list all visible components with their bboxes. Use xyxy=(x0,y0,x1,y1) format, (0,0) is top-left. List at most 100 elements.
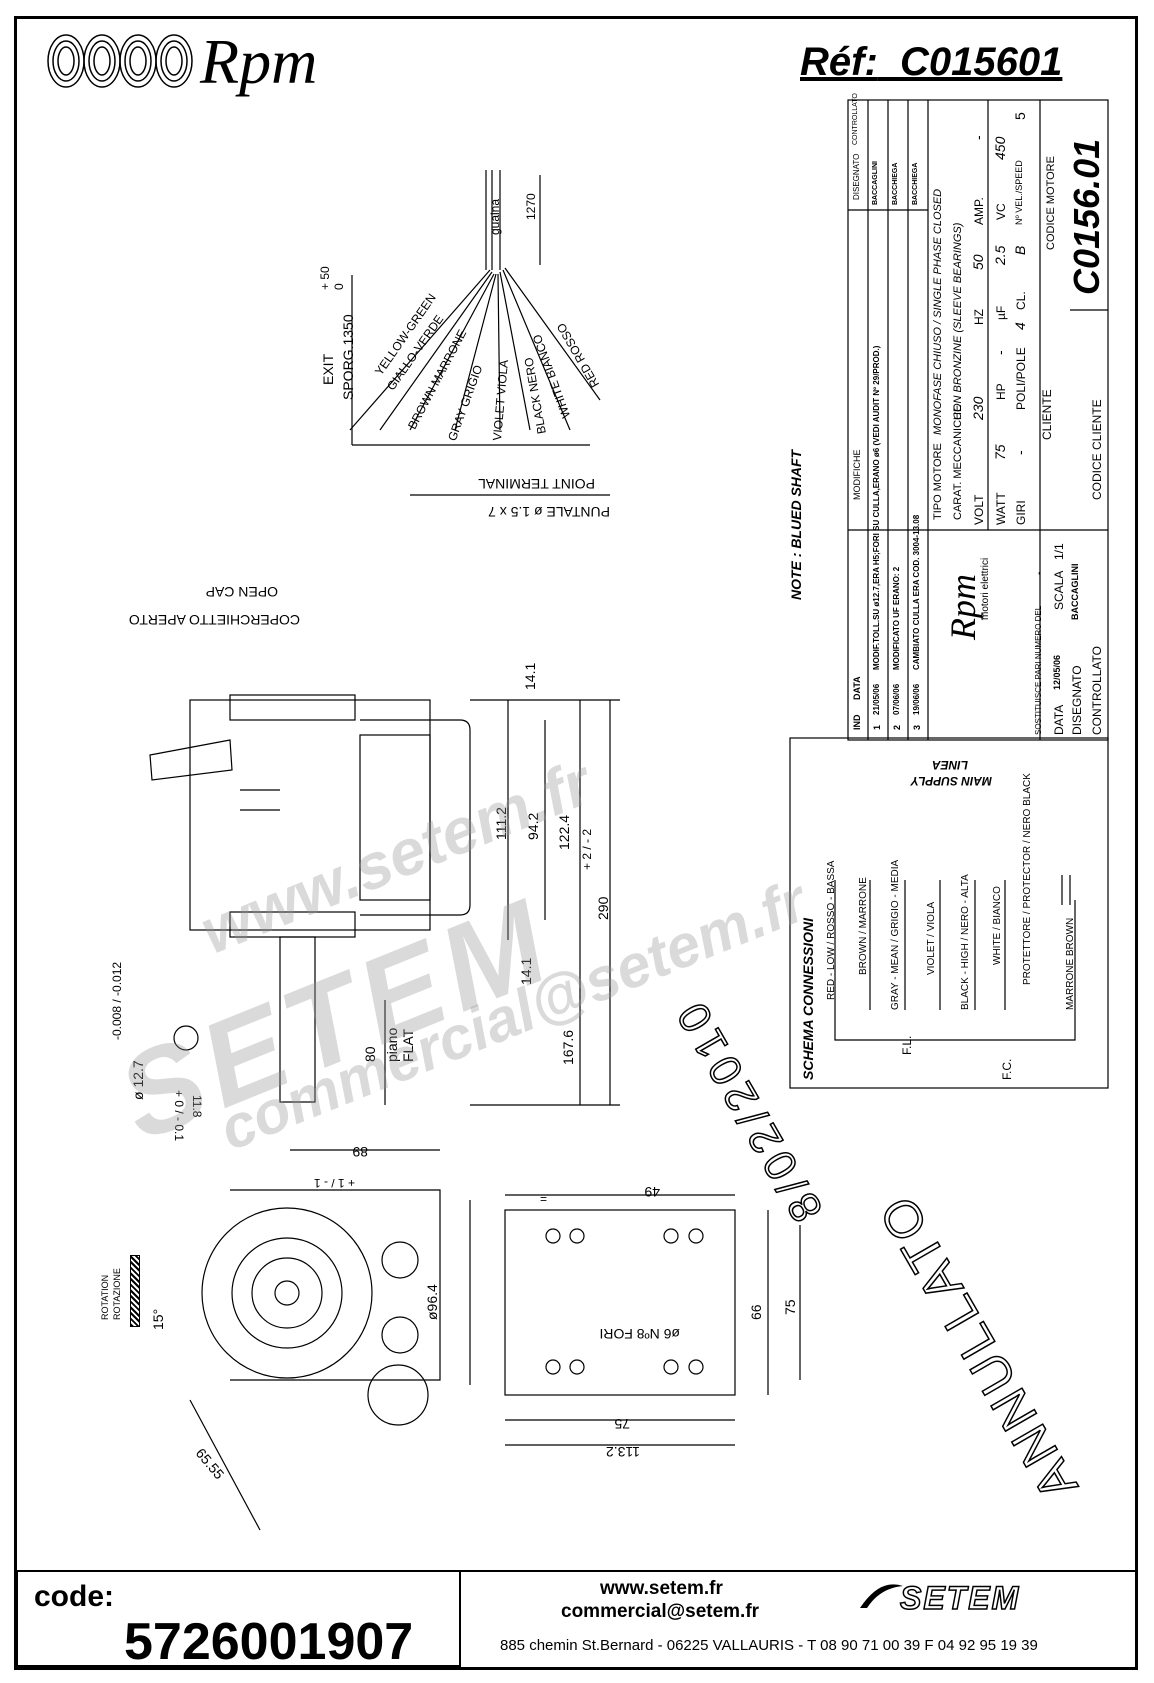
code-number: 5726001907 xyxy=(124,1613,414,1671)
conn-red-low: RED - LOW / ROSSO - BASSA xyxy=(826,860,837,1000)
open-cap-label-en: OPEN CAP xyxy=(205,584,278,600)
date-value: 12/05/06 xyxy=(1052,654,1062,690)
watt-label: WATT xyxy=(994,492,1008,525)
cl-label: CL. xyxy=(1014,291,1028,310)
mech-value: CON BRONZINE (SLEEVE BEARINGS) xyxy=(952,222,964,420)
date-label: DATA xyxy=(1052,704,1066,735)
holes-label: ø6 Nº8 FORI xyxy=(599,1326,680,1342)
footer-logo: SETEM xyxy=(899,1579,1021,1617)
conn-protector: PROTETTORE / PROTECTOR / NERO BLACK xyxy=(1022,773,1033,985)
diameter-96-4: ø96.4 xyxy=(424,1284,440,1320)
rev-1-text: MODIF.TOLL.SU ø12.7,ERA H5;FORI SU CULLA… xyxy=(872,345,881,670)
uf-value: 2.5 xyxy=(992,245,1008,265)
poles-label: POLI/POLE xyxy=(1014,347,1028,410)
dim-80: 80 xyxy=(362,1046,378,1062)
conn-fl-label: F.L. xyxy=(900,1035,914,1055)
rev-3-date: 19/06/06 xyxy=(912,683,921,715)
rev-1-by: BACCAGLINI xyxy=(872,161,879,205)
bracket-side xyxy=(360,719,471,916)
hz-value: 50 xyxy=(970,254,986,270)
motor-type: MONOFASE CHIUSO / SINGLE PHASE CLOSED xyxy=(932,188,944,435)
dim-122-4: 122.4 xyxy=(556,814,572,850)
front-bracket xyxy=(230,1189,441,1381)
shaft-section xyxy=(173,1025,199,1051)
conn-violet: VIOLET / VIOLA xyxy=(926,901,937,975)
rev-2-by: BACCHIEGA xyxy=(892,162,899,205)
drawn-label: DISEGNATO xyxy=(1070,665,1084,735)
checked-label: CONTROLLATO xyxy=(1090,646,1104,735)
ref-label: Réf: xyxy=(800,40,878,84)
company-subtitle: motori elettrici xyxy=(980,557,991,620)
rotor-outer xyxy=(231,1237,343,1349)
dim-75-horizontal: 75 xyxy=(614,1416,630,1432)
dim-89: 89 xyxy=(352,1144,368,1160)
conn-gray-mean: GRAY - MEAN / GRIGIO - MEDIA xyxy=(890,859,901,1010)
code-box: code: 5726001907 xyxy=(16,1570,461,1671)
code-label: code: xyxy=(34,1580,115,1613)
main-supply-label: MAIN SUPPLY xyxy=(910,774,992,788)
poles-value: 4 xyxy=(1012,322,1028,330)
rotation-arrow-icon xyxy=(130,1255,140,1327)
rotation-label-it: ROTAZIONE xyxy=(112,1268,122,1320)
flat-label-en: FLAT xyxy=(400,1028,416,1062)
footer-website[interactable]: www.setem.fr xyxy=(600,1578,723,1599)
dim-66: 66 xyxy=(748,1304,764,1320)
replaces-label: SOSTITUISCE PARI NUMERO DEL xyxy=(1034,605,1043,735)
rev-2-n: 2 xyxy=(892,724,902,730)
rev-3-n: 3 xyxy=(912,724,922,730)
bracket-plate xyxy=(504,1209,736,1396)
exit-tol-plus: + 50 xyxy=(318,266,332,290)
flat-label-it: piano xyxy=(384,1027,400,1062)
hz-label: HZ xyxy=(972,309,986,325)
sheath-label: guaina xyxy=(488,198,502,235)
coil-logo-icon xyxy=(47,34,193,88)
exit-length: SPORG.1350 xyxy=(340,314,356,400)
volt-label: VOLT xyxy=(972,494,986,525)
shaft-tolerance: -0.008 / -0.012 xyxy=(110,961,124,1040)
cl-value: B xyxy=(1012,245,1028,255)
connection-box xyxy=(789,737,1109,1089)
dim-113-2: 113.2 xyxy=(606,1444,640,1460)
rev-header-drawn: DISEGNATO xyxy=(852,153,861,200)
angle-15: 15° xyxy=(150,1308,166,1330)
title-block xyxy=(847,99,1109,741)
rev-header-ind: IND xyxy=(852,714,862,731)
giri-label: GIRI xyxy=(1014,500,1028,525)
terminal-label-en: POINT TERMINAL xyxy=(478,476,595,492)
open-cap-label-it: COPERCHIETTO APERTO xyxy=(128,612,300,628)
rev-1-n: 1 xyxy=(872,724,882,730)
rev-header-date: DATA xyxy=(852,676,862,700)
footer-address: 885 chemin St.Bernard - 06225 VALLAURIS … xyxy=(500,1637,1038,1654)
setem-swoosh-icon xyxy=(860,1584,903,1608)
dim-94-2: 94.2 xyxy=(525,812,541,840)
wire-bundle xyxy=(349,267,601,431)
ref-code: C015601 xyxy=(900,40,1063,84)
rev-2-date: 07/06/06 xyxy=(892,683,901,715)
drawn-value: BACCAGLINI xyxy=(1070,563,1080,621)
exit-label: EXIT xyxy=(320,353,336,385)
speed-label: Nº VEL./SPEED xyxy=(1014,160,1024,225)
rev-2-text: MODIFICATO UF ERANO: 2 xyxy=(892,566,901,670)
giri-value: - xyxy=(1012,450,1028,455)
rev-header-changes: MODIFICHE xyxy=(852,449,862,501)
vc-value: 450 xyxy=(992,136,1008,160)
dim-49: 49 xyxy=(644,1184,660,1200)
dim-290-tol: + 2 / - 2 xyxy=(580,828,594,870)
replaces-value: - xyxy=(1034,571,1045,575)
scale-label: SCALA xyxy=(1052,570,1066,610)
company-logo-text: Rpm xyxy=(943,574,983,640)
amp-label: AMP. xyxy=(972,197,986,225)
conn-brown: BROWN / MARRONE xyxy=(858,877,869,975)
rotation-label-en: ROTATION xyxy=(100,1274,110,1320)
rev-header-checked: CONTROLLATO xyxy=(852,93,859,145)
client-code-label: CODICE CLIENTE xyxy=(1090,399,1104,500)
motor-type-label: TIPO MOTORE xyxy=(932,443,944,520)
cable-length: 1270 xyxy=(524,193,538,220)
speed-value: 5 xyxy=(1012,112,1028,120)
cable-exit-side xyxy=(149,739,233,781)
flat-dimension: 11.8 xyxy=(190,1095,204,1118)
amp-value: - xyxy=(970,135,986,140)
vc-label: VC xyxy=(994,203,1008,220)
footer-email[interactable]: commercial@setem.fr xyxy=(561,1601,760,1622)
